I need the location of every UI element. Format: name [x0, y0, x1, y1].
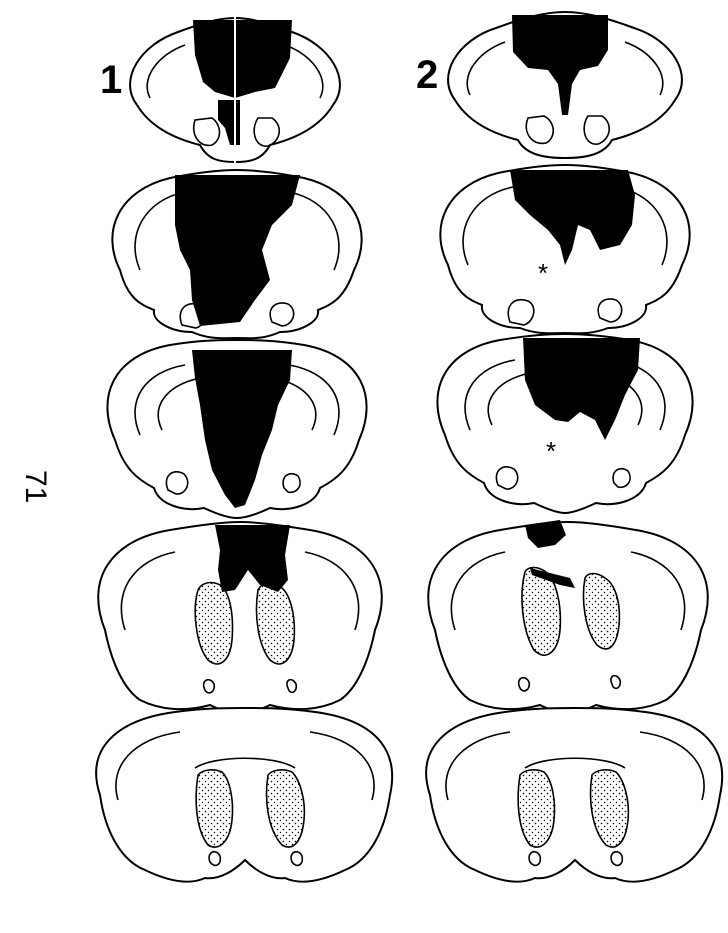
brain-section-2-2: * — [440, 165, 689, 333]
marker-asterisk: * — [546, 436, 556, 466]
panel-label-1: 1 — [100, 58, 122, 102]
stippled-region — [196, 770, 232, 847]
column-1 — [96, 15, 392, 882]
brain-section-1-5 — [96, 708, 392, 882]
brain-section-2-4 — [428, 520, 708, 715]
brain-section-1-2 — [112, 170, 361, 338]
brain-section-1-1 — [130, 15, 340, 165]
brain-section-2-5 — [426, 708, 722, 882]
column-2: * * — [426, 12, 722, 882]
brain-section-2-1 — [448, 12, 682, 158]
marker-asterisk: * — [538, 258, 548, 288]
brain-section-1-4 — [98, 522, 382, 715]
stippled-region — [518, 770, 554, 847]
panel-label-2: 2 — [416, 53, 438, 97]
brain-section-1-3 — [107, 340, 366, 518]
brain-section-2-3: * — [437, 334, 692, 513]
page-number: 71 — [19, 470, 52, 503]
